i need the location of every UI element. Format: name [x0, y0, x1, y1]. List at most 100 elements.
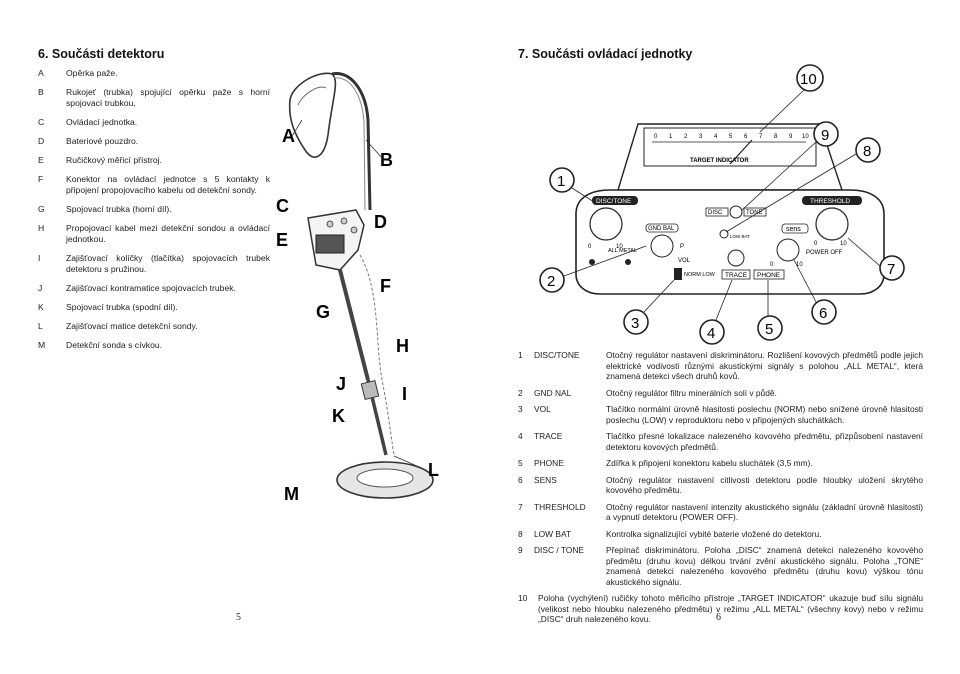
callout-number: 3: [631, 315, 639, 332]
callout: 9: [741, 121, 839, 211]
pointer-line: [291, 119, 303, 137]
diagram-label-h: H: [396, 336, 409, 356]
part-key: H: [38, 223, 45, 233]
part-text: Zajišťovací kolíčky (tlačítka) spojovací…: [66, 253, 270, 274]
part-key: J: [38, 283, 43, 293]
list-item: C Ovládací jednotka.: [38, 117, 270, 128]
handle-rod: [331, 72, 372, 211]
lock-nut: [360, 379, 380, 401]
callout-line: [643, 279, 675, 313]
scale-tick-label: 3: [699, 134, 703, 140]
control-number: 6: [518, 474, 523, 485]
callout-line: [571, 187, 595, 203]
tone-label: TONE: [746, 210, 763, 216]
control-label: DISC/TONE: [534, 350, 580, 360]
part-key: G: [38, 204, 45, 214]
part-text: Opěrka paže.: [66, 68, 118, 78]
callout: 8: [725, 137, 881, 233]
scale-tick-label: 8: [774, 134, 778, 140]
sens-label-box: [781, 223, 809, 234]
callout-line: [715, 279, 733, 321]
scale-tick-label: 0: [654, 134, 658, 140]
diagram-label-k: K: [332, 406, 345, 426]
knob-shape: [350, 226, 358, 234]
callout-number: 4: [707, 325, 715, 342]
callout-number: 2: [547, 273, 555, 290]
scale-tick-label: 1: [669, 134, 673, 140]
callout-circle: [855, 137, 881, 163]
all-metal-label: ALL METAL: [608, 248, 637, 254]
control-number: 7: [518, 501, 523, 512]
low-bat-label: LOW BAT: [730, 234, 750, 239]
diagram-label-l: L: [428, 460, 439, 480]
scale-tick-label: 7: [759, 134, 763, 140]
trace-button: [727, 249, 745, 267]
control-desc: Otočný regulátor nastavení intenzity aku…: [606, 501, 923, 523]
control-label: DISC / TONE: [534, 545, 584, 555]
sens-knob: [776, 238, 800, 262]
part-text: Ovládací jednotka.: [66, 117, 138, 127]
control-number: 1: [518, 350, 523, 360]
control-label: SENS: [534, 474, 557, 485]
disc-tone-label: DISC/TONE: [596, 198, 632, 205]
callout-line: [563, 245, 647, 277]
callout-line: [725, 153, 857, 233]
disc-tone-label-box: [592, 196, 638, 205]
control-desc: Tlačítko přesné lokalizace nalezeného ko…: [606, 431, 923, 452]
part-text: Zajišťovací matice detekční sondy.: [66, 321, 198, 331]
list-item: D Bateriové pouzdro.: [38, 136, 270, 147]
control-label: GND NAL: [534, 387, 572, 398]
part-key: D: [38, 136, 45, 146]
knob-shape: [340, 217, 348, 225]
vol-switch: [674, 268, 682, 280]
diagram-label-a: A: [282, 126, 295, 146]
diagram-label-m: M: [284, 484, 299, 504]
disc-tone-min: 0: [588, 244, 592, 250]
list-item: H Propojovací kabel mezi detekční sondou …: [38, 223, 270, 245]
part-text: Propojovací kabel mezi detekční sondou a…: [66, 223, 270, 244]
part-key: C: [38, 117, 45, 127]
part-text: Bateriové pouzdro.: [66, 136, 139, 146]
threshold-label: THRESHOLD: [810, 198, 850, 205]
callout-circle: [699, 319, 725, 345]
threshold-label-box: [802, 196, 862, 205]
callout: 2: [539, 245, 647, 293]
cable-line: [359, 254, 395, 456]
part-key: A: [38, 68, 44, 78]
callout: 3: [623, 279, 675, 335]
trace-label-box: [721, 269, 751, 280]
control-desc: Kontrolka signalizující vybité baterie v…: [606, 528, 822, 539]
control-panel-illustration: 0 1 2 3 4 5 6 7 8 9 10 TARGET INDICATOR …: [539, 64, 905, 345]
callout-circle: [811, 299, 837, 325]
part-key: M: [38, 340, 46, 350]
sens-label: sens: [786, 226, 801, 233]
control-label: LOW BAT: [534, 528, 572, 539]
callout: 10: [759, 64, 824, 133]
disc-tone-switch: [729, 205, 743, 219]
trace-label: TRACE: [725, 272, 748, 279]
callout-line: [759, 89, 805, 133]
page-number-left: 5: [236, 612, 241, 623]
callout-number: 10: [800, 71, 817, 88]
control-desc: Zdířka k připojení konektoru kabelu sluc…: [606, 458, 813, 468]
callout-number: 1: [557, 173, 565, 190]
norm-low-label: NORM LOW: [684, 272, 716, 278]
control-label: TRACE: [534, 431, 563, 441]
upper-shaft: [338, 269, 370, 381]
control-number: 10: [518, 593, 528, 603]
sens-max: 10: [796, 262, 803, 268]
part-key: L: [38, 321, 43, 331]
callout-number: 7: [887, 261, 895, 278]
sens-min: 0: [770, 262, 774, 268]
meter-face: [643, 127, 817, 167]
scale-tick-label: 5: [729, 134, 733, 140]
